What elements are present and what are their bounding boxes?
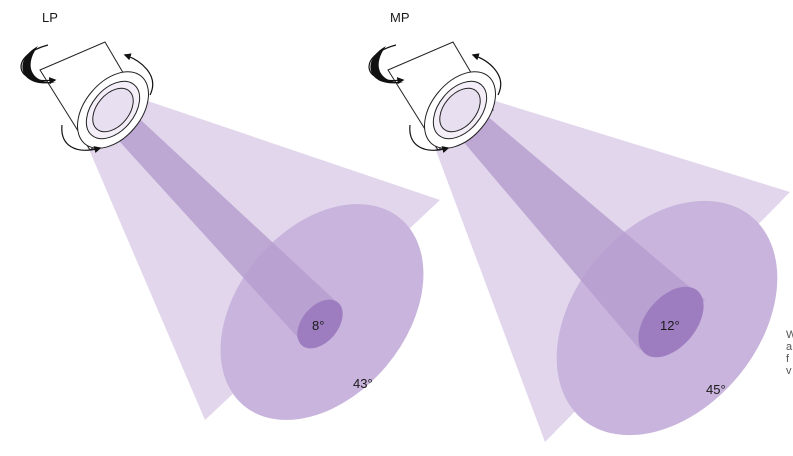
fixture-label-mp: MP <box>390 10 410 25</box>
fixture-body <box>387 41 496 151</box>
outer-angle-label-mp: 45° <box>706 382 726 397</box>
inner-beam-cone <box>445 110 705 350</box>
cropped-text-line: W <box>786 329 793 341</box>
cropped-text-line: a <box>786 341 793 353</box>
fixture-label-lp: LP <box>42 10 58 25</box>
inner-beam-cone <box>100 110 340 340</box>
light-mp <box>368 41 790 442</box>
tilt-arrow-icon <box>409 124 450 154</box>
inner-angle-label-lp: 8° <box>312 318 325 333</box>
cropped-text-line: v <box>786 365 792 377</box>
inner-beam-ellipse <box>297 299 343 349</box>
inner-angle-label-mp: 12° <box>660 318 680 333</box>
crescent-icon <box>370 46 404 84</box>
tilt-arrow-icon <box>61 124 102 154</box>
tilt-arrow-icon <box>471 53 502 96</box>
light-lp <box>20 41 440 420</box>
cropped-side-text: W a f v <box>786 329 793 377</box>
inner-beam-ellipse <box>638 286 704 358</box>
rotate-arrow-icon <box>368 44 405 85</box>
tilt-arrow-icon <box>123 53 154 96</box>
outer-angle-label-lp: 43° <box>353 376 373 391</box>
cropped-text-line: f <box>786 353 790 365</box>
fixture-body <box>39 41 149 151</box>
rotate-arrow-icon <box>20 44 57 85</box>
crescent-icon <box>22 46 57 84</box>
